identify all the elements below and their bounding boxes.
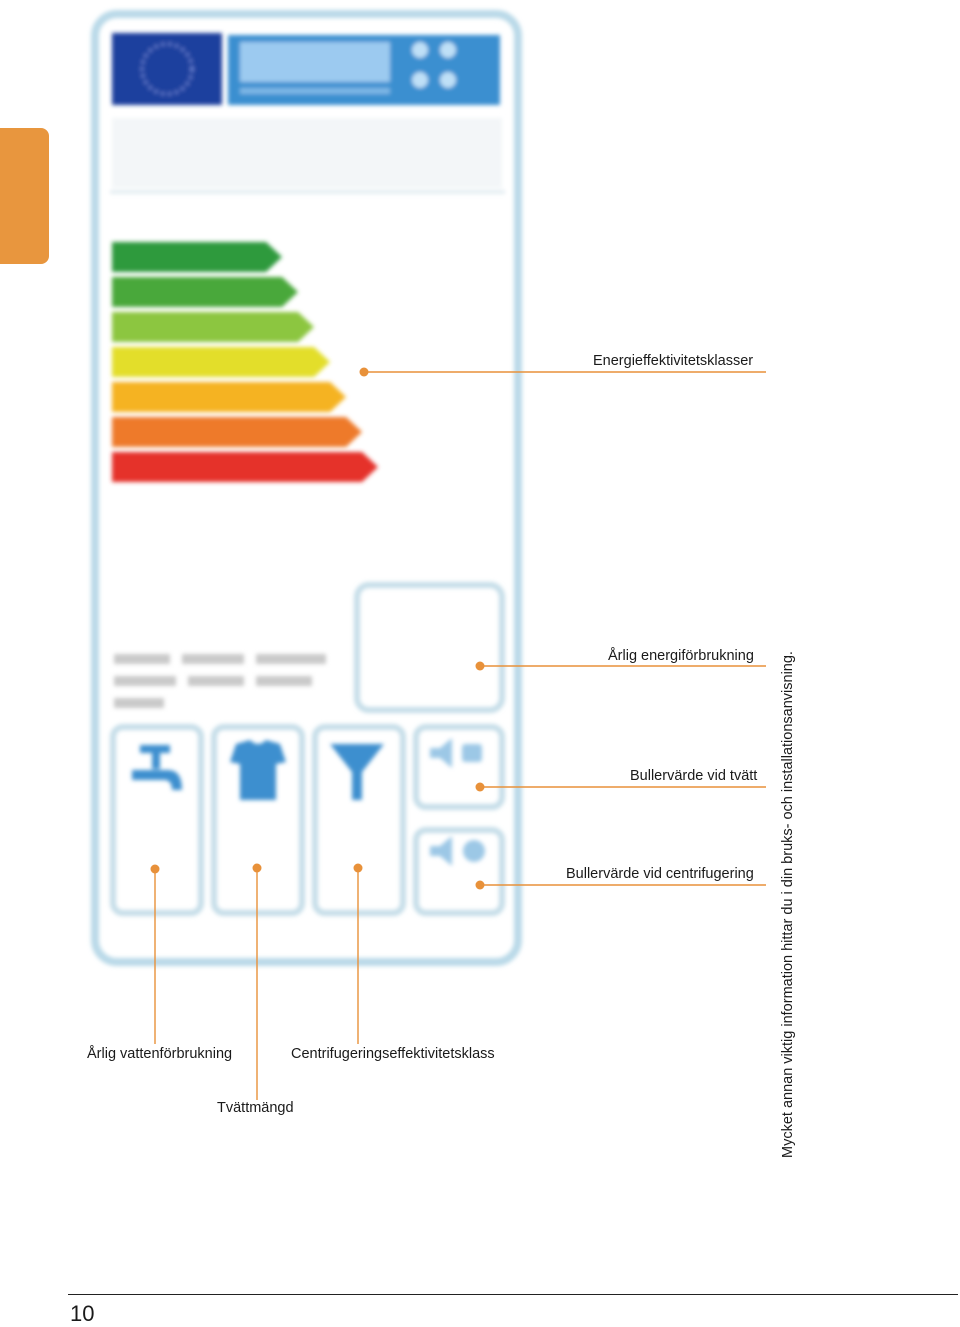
- callout-energy-classes: Energieffektivitetsklasser: [593, 353, 754, 369]
- leader-dot: [475, 782, 485, 792]
- capacity-box: [211, 724, 305, 916]
- leader-dot: [359, 367, 369, 377]
- noise-wash-box: [413, 724, 505, 810]
- leader-dot: [252, 863, 262, 873]
- leader-lines: [150, 367, 766, 1100]
- class-arrow: [112, 417, 362, 447]
- page-rule: [68, 1294, 958, 1295]
- callout-spin-class: Centrifugeringseffektivitetsklass: [291, 1046, 495, 1062]
- shirt-icon: [230, 740, 286, 800]
- class-arrow: [112, 277, 298, 307]
- speaker-wash-icon: [430, 738, 482, 768]
- class-arrow: [112, 312, 314, 342]
- class-arrow: [112, 347, 330, 377]
- class-arrow: [112, 452, 378, 482]
- section-tab: [0, 128, 49, 264]
- callout-annual-energy: Årlig energiförbrukning: [608, 648, 754, 664]
- water-box: [110, 724, 204, 916]
- leader-dot: [475, 661, 485, 671]
- model-text-lines: [114, 654, 326, 708]
- eu-stars-ring: [140, 42, 194, 96]
- eu-flag-icon: [112, 33, 222, 105]
- page-number: 10: [70, 1301, 95, 1326]
- callout-annual-water: Årlig vattenförbrukning: [87, 1046, 233, 1062]
- leader-dot: [475, 880, 485, 890]
- water-tap-icon: [132, 745, 182, 790]
- class-arrow: [112, 242, 282, 272]
- spin-funnel-icon: [330, 744, 384, 800]
- energy-subline: [240, 88, 390, 94]
- energy-dot: [440, 72, 456, 88]
- energy-dot: [412, 42, 428, 58]
- manufacturer-area: [112, 118, 502, 188]
- class-arrow: [112, 382, 346, 412]
- energy-wordmark-block: [240, 42, 390, 82]
- side-note: Mycket annan viktig information hittar d…: [780, 651, 796, 1158]
- label-frame: [91, 10, 522, 966]
- callout-capacity: Tvättmängd: [217, 1100, 294, 1116]
- leader-dot: [150, 864, 160, 874]
- speaker-spin-icon: [430, 836, 485, 866]
- energy-dot: [412, 72, 428, 88]
- energy-class-arrows: [112, 242, 378, 482]
- annual-energy-box: [354, 582, 505, 713]
- energy-dot: [440, 42, 456, 58]
- callout-noise-wash: Bullervärde vid tvätt: [630, 768, 758, 784]
- callout-noise-spin: Bullervärde vid centrifugering: [566, 866, 754, 882]
- leader-dot: [353, 863, 363, 873]
- noise-spin-box: [413, 827, 505, 916]
- spin-box: [312, 724, 406, 916]
